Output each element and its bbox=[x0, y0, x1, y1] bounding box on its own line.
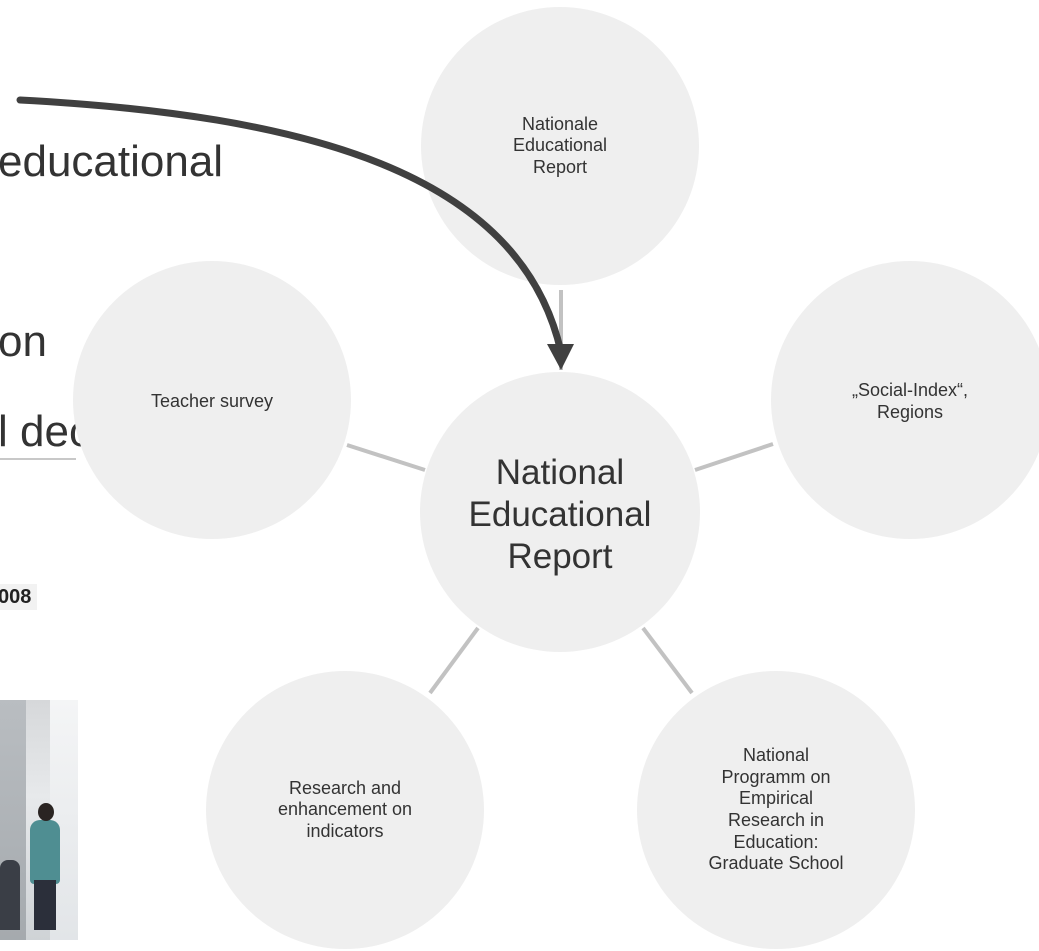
node-label-bottom-left: Research and enhancement on indicators bbox=[277, 777, 413, 841]
node-circle-top bbox=[421, 7, 699, 285]
background-text-line-1: educational bbox=[0, 137, 224, 186]
node-circle-right bbox=[771, 261, 1039, 539]
background-year-fragment: 008 bbox=[0, 584, 38, 610]
curved-arrow bbox=[16, 96, 565, 356]
arrowhead bbox=[547, 344, 574, 370]
photo-person-silhouette bbox=[0, 860, 20, 930]
node-label-left: Teacher survey bbox=[150, 391, 274, 412]
photo-fragment bbox=[0, 700, 78, 940]
photo-person-body bbox=[30, 820, 60, 884]
node-label-top: Nationale Educational Report bbox=[512, 113, 608, 177]
node-label-bottom-right: National Programm on Empirical Research … bbox=[708, 745, 844, 874]
node-circle-bottom-left bbox=[206, 671, 484, 949]
background-text-line-2: on bbox=[0, 317, 47, 366]
node-label-right: „Social-Index“, Regions bbox=[851, 380, 969, 422]
connector-left bbox=[346, 443, 426, 472]
background-underline bbox=[0, 458, 76, 460]
connector-bottom-right bbox=[641, 626, 694, 695]
photo-person-head bbox=[38, 803, 54, 821]
connector-right bbox=[694, 442, 774, 472]
photo-person-legs bbox=[34, 880, 56, 930]
node-label-center: National Educational Report bbox=[468, 453, 652, 576]
node-circle-bottom-right bbox=[637, 671, 915, 949]
node-circle-center bbox=[420, 372, 700, 652]
connector-bottom-left bbox=[428, 626, 480, 695]
node-circle-left bbox=[73, 261, 351, 539]
